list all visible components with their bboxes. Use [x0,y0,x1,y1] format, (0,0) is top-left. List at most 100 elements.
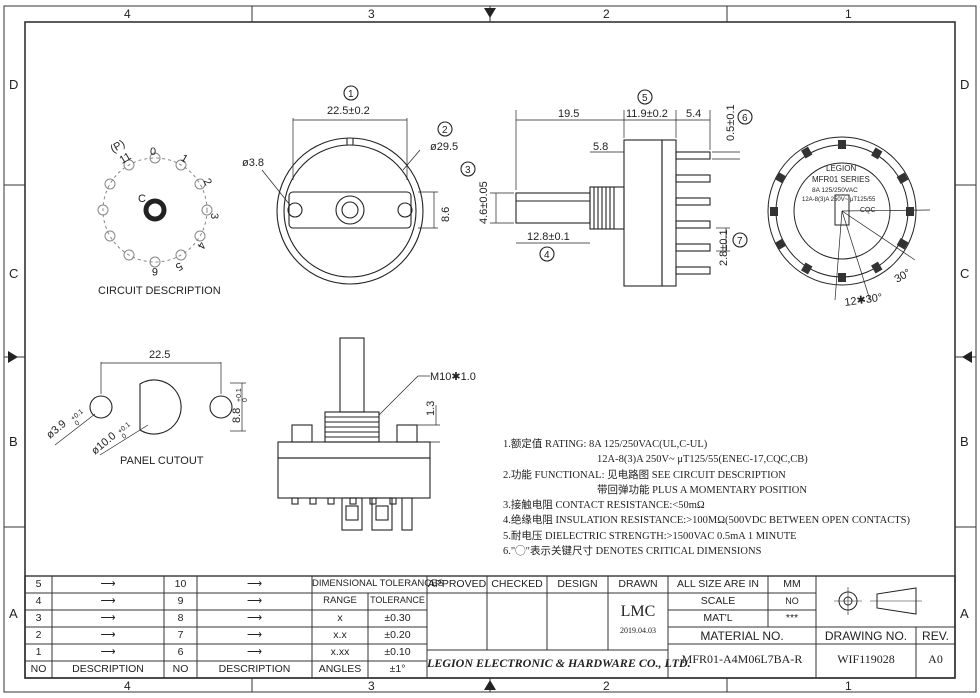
flat-dim: 5.8 [593,141,608,153]
note-6: 6."◯"表示关键尺寸 DENOTES CRITICAL DIMENSIONS [503,546,762,558]
front-width-dim: 22.5±0.2 [327,105,370,117]
circuit-diagram [97,152,213,268]
side-view [460,89,753,287]
zone-col-4-top: 4 [124,7,131,21]
drawn-label: DRAWN [618,578,658,590]
zone-row-d-right: D [960,77,970,92]
top-center-arrow [484,8,496,18]
callout-1: 1 [348,89,354,100]
panel-caption: PANEL CUTOUT [120,455,204,467]
panel-small-hole-dim: ø3.9 [44,418,69,441]
pin-2: 2 [200,177,213,188]
bushing-dim: 12.8±0.1 [527,231,570,243]
rev-right-no-8: 8 [177,612,184,624]
pin-11: 11 [118,150,134,166]
approved-label: APPROVED [427,578,487,590]
panel-big-hole-dim: ø10.0 [89,430,118,457]
rev-left-no-4: 4 [35,595,42,607]
zone-row-c-left: C [9,266,19,281]
front-height-dim: 8.6 [440,207,452,222]
terminal-length-dim: 5.4 [686,108,701,120]
rear-rating-2: 12A-8(3)A 250V~ μT125/55 [802,197,876,203]
rev-value: A0 [928,652,943,666]
rev-right-arrow: ⟶ [246,646,263,658]
note-1-cont: 12A-8(3)A 250V~ μT125/55(ENEC-17,CQC,CB) [597,454,808,466]
pin-0: 0 [150,146,156,158]
rev-left-no-3: 3 [35,612,42,624]
pin-3: 3 [208,213,220,219]
zone-col-2-top: 2 [603,7,610,21]
front-outer-dim: ø29.5 [430,141,458,153]
rev-left-desc-header: DESCRIPTION [72,663,144,675]
zone-col-2-bottom: 2 [603,679,610,693]
rev-left-arrow: ⟶ [100,629,116,641]
rev-left-arrow: ⟶ [100,646,116,658]
front-hole-dim: ø3.8 [242,157,264,169]
drawing-no: WIF119028 [837,652,895,666]
tolerance-value-3: ±1° [389,663,406,675]
panel-spacing-dim: 22.5 [149,349,170,361]
rev-right-arrow: ⟶ [246,629,263,641]
zone-col-3-bottom: 3 [368,679,375,693]
size-unit: MM [783,578,801,590]
rear-series: MFR01 SERIES [812,175,870,184]
zone-row-a-right: A [960,606,969,621]
rev-right-arrow: ⟶ [246,578,263,590]
zone-col-4-bottom: 4 [124,679,131,693]
rear-rating-1: 8A 125/250VAC [812,187,858,194]
rear-terminals [770,140,914,282]
tolerance-range-3: ANGLES [318,663,362,675]
zone-row-b-left: B [9,434,18,449]
rev-right-arrow: ⟶ [246,595,263,607]
rev-left-arrow: ⟶ [100,578,116,590]
callout-4: 4 [544,250,550,261]
note-5: 5.耐电压 DIELECTRIC STRENGTH:>1500VAC 0.5mA… [503,530,797,542]
material-no-label: MATERIAL NO. [700,629,784,643]
callout-2: 2 [442,125,448,136]
terminal-pitch-dim: 2.8±0.1 [718,229,730,266]
panel-big-tol-dn: 0 [121,433,129,441]
tolerance-range-0: x [337,612,343,624]
rev-right-desc-header: DESCRIPTION [218,663,291,675]
drawn-by: LMC [620,603,656,620]
note-3: 3.接触电阻 CONTACT RESISTANCE:<50mΩ [503,500,705,512]
rear-brand: LEGION [826,164,856,173]
panel-flat-dim: 8.8 [231,408,243,423]
rev-right-no-header: NO [172,663,189,675]
design-label: DESIGN [557,578,598,590]
rev-right-no-10: 10 [174,578,187,590]
callout-3: 3 [465,165,471,176]
tolerance-value-1: ±0.20 [384,629,411,641]
terminal-thickness-dim: 0.5±0.1 [725,104,737,141]
rev-right-no-7: 7 [177,629,184,641]
note-1: 1.额定值 RATING: 8A 125/250VAC(UL,C-UL) [503,439,708,450]
pin-1: 1 [179,152,190,165]
thread-spec: M10✱1.0 [430,371,476,383]
body-length-dim: 11.9±0.2 [626,108,668,120]
tolerances-tol-label: TOLERANCE [370,595,425,605]
bottom-center-arrow [484,680,496,690]
rev-left-no-1: 1 [35,646,42,658]
rev-left-no-header: NO [30,663,47,675]
shaft-length-dim: 19.5 [558,108,579,120]
rev-right-arrow: ⟶ [246,612,263,624]
tolerance-value-0: ±0.30 [384,612,411,624]
callout-5: 5 [642,93,648,104]
pin-4: 4 [194,240,207,251]
tolerance-value-2: ±0.10 [384,646,411,658]
rev-label: REV. [922,629,949,643]
thread-height-dim: 4.6±0.05 [478,181,490,224]
zone-col-1-top: 1 [845,7,852,21]
technical-notes: 1.额定值 RATING: 8A 125/250VAC(UL,C-UL) 12A… [503,437,910,559]
matl-label: MAT'L [703,612,733,624]
title-block-grid [24,575,956,679]
pin-common: C [138,193,146,205]
zone-row-c-right: C [960,266,970,281]
rev-left-arrow: ⟶ [100,595,116,607]
callout-6: 6 [742,113,748,124]
tolerance-range-2: x.xx [330,646,350,658]
zone-col-1-bottom: 1 [845,679,852,693]
company-name: LEGION ELECTRONIC & HARDWARE CO., LTD. [427,656,691,670]
rear-cert: CQC [860,207,876,214]
